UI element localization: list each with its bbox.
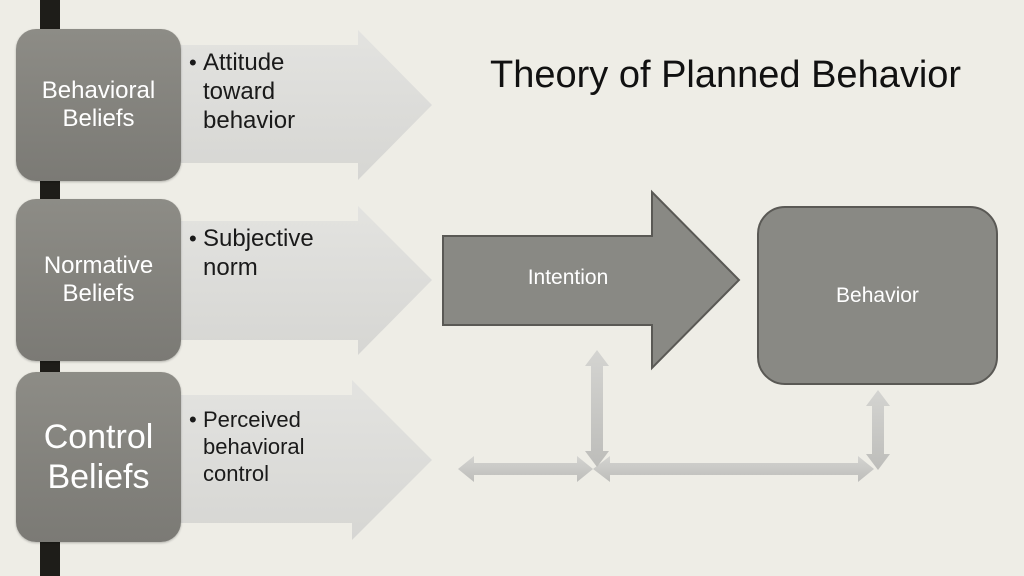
- bullet-dot-icon: •: [189, 226, 197, 251]
- connector-vertical-arrow-intention: [585, 350, 609, 467]
- control-beliefs-box: Control Beliefs: [16, 372, 181, 542]
- bullet-dot-icon: •: [189, 50, 197, 75]
- normative-beliefs-label: Normative Beliefs: [43, 251, 154, 307]
- behavioral-beliefs-label: Behavioral Beliefs: [41, 76, 156, 132]
- attitude-bullet-text: Attitude toward behavior: [203, 49, 296, 134]
- subjective-norm-bullet-text: Subjective norm: [203, 225, 314, 281]
- connector-vertical-arrow-behavior: [866, 390, 890, 470]
- perceived-control-bullet-text: Perceived behavioral control: [203, 407, 305, 486]
- bullet-dot-icon: •: [189, 407, 197, 432]
- behavior-box: Behavior: [757, 206, 998, 385]
- connector-bottom-arrow: [593, 456, 874, 482]
- behavioral-beliefs-box: Behavioral Beliefs: [16, 29, 181, 181]
- intention-label: Intention: [527, 266, 609, 289]
- behavior-label: Behavior: [836, 283, 919, 307]
- slide-title: Theory of Planned Behavior: [490, 54, 962, 96]
- attitude-bullet: • Attitude toward behavior: [189, 48, 296, 135]
- subjective-norm-bullet: • Subjective norm: [189, 224, 314, 282]
- belief-arrow-1: [180, 30, 432, 180]
- perceived-control-bullet: • Perceived behavioral control: [189, 406, 305, 487]
- control-beliefs-label: Control Beliefs: [43, 417, 154, 496]
- connector-left-arrow: [458, 456, 593, 482]
- belief-arrow-2: [180, 206, 432, 355]
- intention-arrow: [442, 189, 741, 371]
- belief-arrow-3: [176, 380, 432, 540]
- normative-beliefs-box: Normative Beliefs: [16, 199, 181, 361]
